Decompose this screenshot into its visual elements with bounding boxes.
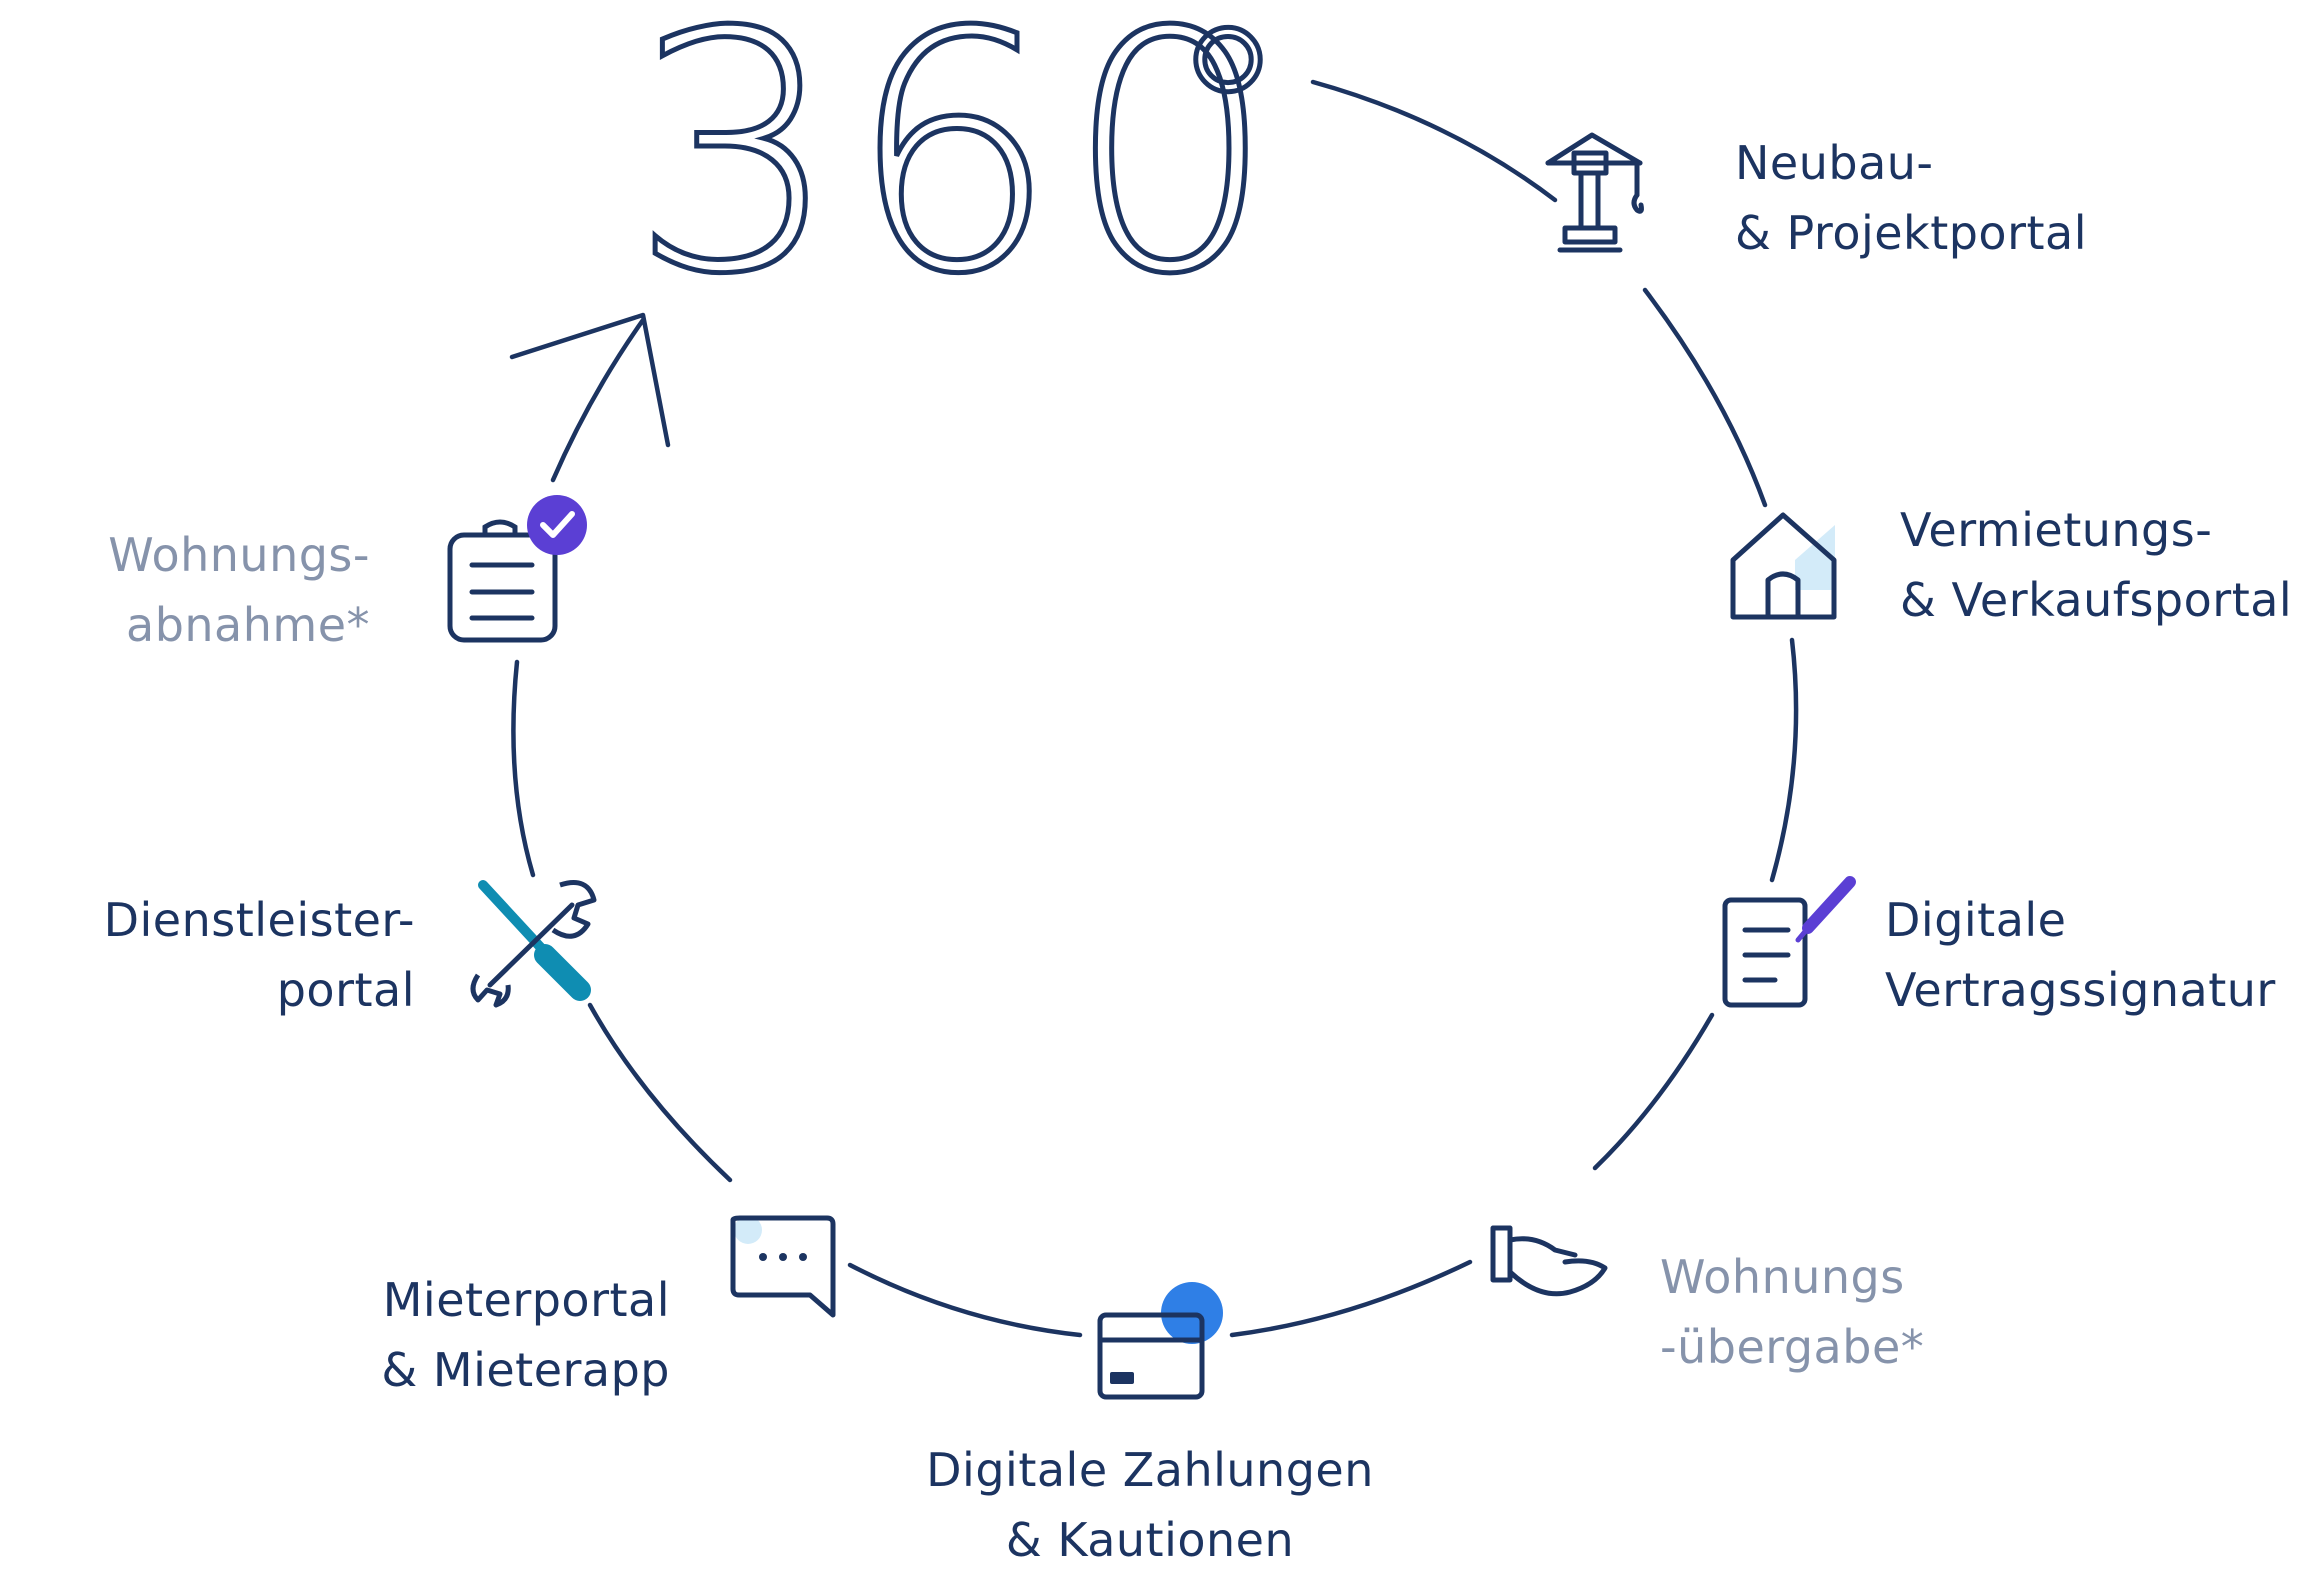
clipboard-check-icon <box>447 495 587 643</box>
ring-segment <box>511 659 536 878</box>
cycle-ring <box>511 79 1799 1338</box>
hand-icon <box>1490 1225 1608 1297</box>
credit-card-icon <box>1097 1282 1223 1400</box>
label-line: & Projektportal <box>1735 206 2087 260</box>
ring-segment <box>1592 1012 1715 1171</box>
label-zahlungen: Digitale Zahlungen & Kautionen <box>900 1435 1400 1575</box>
ring-segment <box>1642 287 1768 508</box>
label-mieterportal: Mieterportal & Mieterapp <box>330 1265 670 1405</box>
ring-segment <box>1769 637 1799 883</box>
title-degree: ° <box>1168 0 1288 257</box>
ring-segment <box>587 1002 733 1183</box>
arrow-head-icon <box>509 312 671 448</box>
label-abnahme: Wohnungs- abnahme* <box>70 520 370 660</box>
label-line: -übergabe* <box>1660 1320 1925 1374</box>
label-line: Vermietungs- <box>1900 503 2213 557</box>
contract-pen-icon <box>1722 876 1856 1008</box>
label-neubau: Neubau- & Projektportal <box>1735 128 2087 268</box>
label-line: Vertragssignatur <box>1885 963 2276 1017</box>
label-uebergabe: Wohnungs -übergabe* <box>1660 1242 1924 1382</box>
label-line: Neubau- <box>1735 136 1934 190</box>
crane-icon <box>1545 132 1644 253</box>
label-line: Mieterportal <box>382 1273 670 1327</box>
tools-icon <box>470 880 597 1008</box>
label-line: Wohnungs- <box>108 528 370 582</box>
chat-bubble-icon <box>730 1215 836 1318</box>
label-line: Digitale <box>1885 893 2067 947</box>
label-vermietung: Vermietungs- & Verkaufsportal <box>1900 495 2292 635</box>
label-line: Dienstleister- <box>103 893 415 947</box>
house-icon <box>1730 512 1837 620</box>
ring-segment <box>550 317 646 483</box>
ring-segment <box>1229 1259 1473 1338</box>
label-dienstleister: Dienstleister- portal <box>70 885 415 1025</box>
label-line: & Verkaufsportal <box>1900 573 2293 627</box>
label-line: abnahme* <box>126 598 370 652</box>
title-number: 360 <box>630 0 1284 346</box>
label-line: Digitale Zahlungen <box>926 1443 1374 1497</box>
label-line: & Kautionen <box>1005 1513 1295 1567</box>
label-line: Wohnungs <box>1660 1250 1905 1304</box>
ring-segment <box>847 1262 1083 1338</box>
label-line: portal <box>276 963 415 1017</box>
label-line: & Mieterapp <box>381 1343 670 1397</box>
label-vertragssignatur: Digitale Vertragssignatur <box>1885 885 2276 1025</box>
ring-segment <box>1310 79 1558 203</box>
